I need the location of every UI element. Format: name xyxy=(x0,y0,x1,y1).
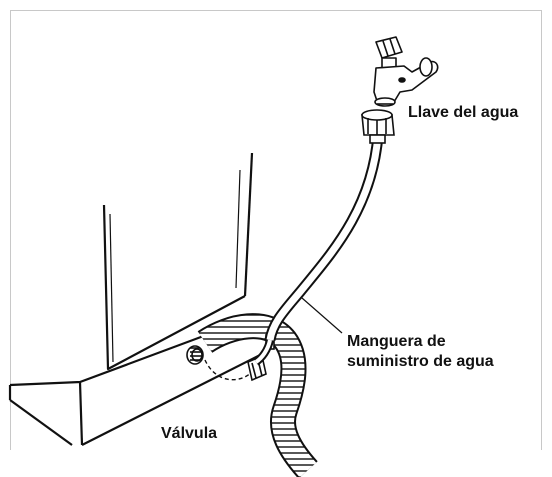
supply-hose-label-line1: Manguera de xyxy=(347,333,446,350)
valve-label: Válvula xyxy=(161,425,218,442)
connection-arc xyxy=(204,359,253,381)
faucet-label: Llave del agua xyxy=(408,104,519,121)
supply-hose-label: Manguera de suministro de agua xyxy=(347,332,494,372)
water-faucet-icon xyxy=(373,36,439,107)
supply-hose-label-line2: suministro de agua xyxy=(347,353,494,370)
inlet-valve-icon xyxy=(186,345,204,365)
corrugated-drain-hose-icon xyxy=(197,313,318,477)
supply-hose-icon xyxy=(253,134,384,366)
hose-leader-line xyxy=(301,297,343,334)
hose-coupling-upper xyxy=(361,109,395,144)
figure-frame xyxy=(10,10,542,450)
washer-body xyxy=(8,152,267,446)
